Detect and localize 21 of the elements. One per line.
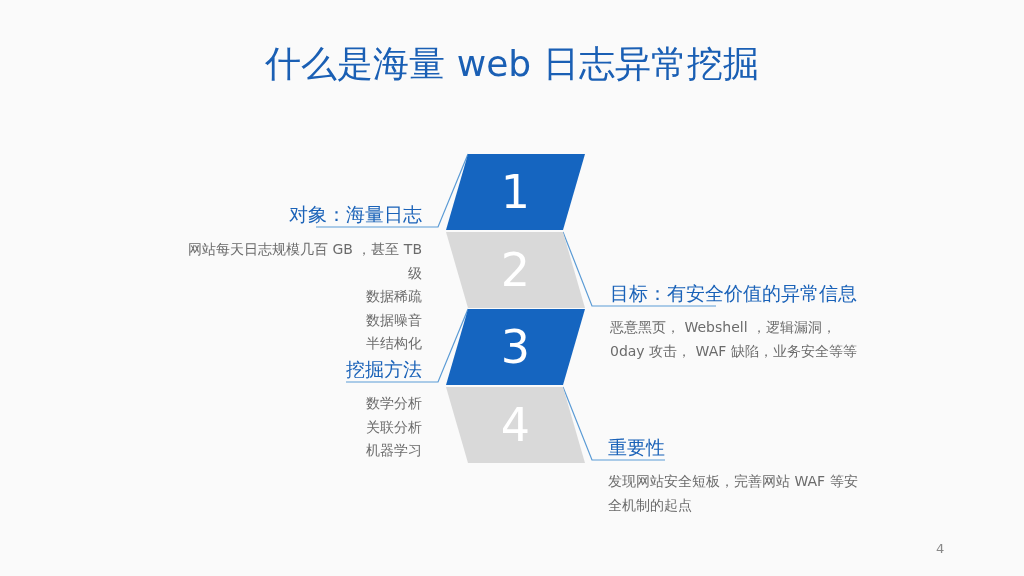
page-number: 4	[936, 541, 945, 556]
body-text: 恶意黑页， Webshell ，逻辑漏洞， 0day 攻击， WAF 缺陷，业务安全等等	[610, 318, 858, 361]
title: 什么是海量 web 日志异常挖掘	[265, 42, 759, 86]
body-text: 关联分析	[366, 417, 422, 437]
heading: 目标：有安全价值的异常信息	[610, 281, 857, 306]
body-text: 发现网站安全短板，完善网站 WAF 等安全机制的起点	[608, 472, 859, 515]
heading: 重要性	[608, 435, 665, 460]
heading: 对象：海量日志	[289, 202, 422, 227]
body-text: 数据噪音	[366, 310, 422, 330]
leader-line	[315, 153, 469, 228]
body-text: 机器学习	[366, 441, 422, 460]
leader-line	[345, 308, 469, 383]
body-text: 网站每天日志规模几百 GB ，甚至 TB 级	[187, 240, 422, 283]
body-text: 半结构化	[366, 334, 422, 353]
leader-line	[562, 386, 666, 461]
heading: 挖掘方法	[346, 357, 422, 382]
leader-line	[562, 231, 717, 307]
step-number: 3	[500, 324, 531, 370]
body-text: 数据稀疏	[366, 287, 422, 306]
step-number: 1	[500, 169, 531, 215]
body-text: 数学分析	[366, 394, 422, 413]
